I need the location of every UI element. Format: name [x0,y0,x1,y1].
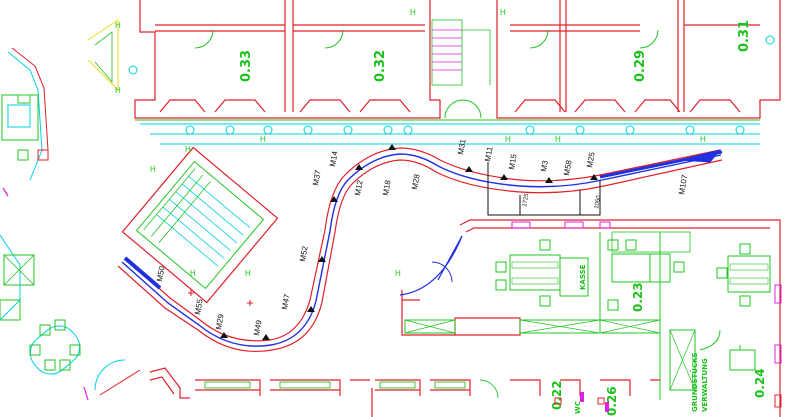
h-label-4: H [410,8,416,17]
room-number-032: 0.32 [373,50,388,82]
h-label-5: H [500,8,506,17]
room-number-033: 0.33 [239,50,254,82]
room-number-022: 0.22 [550,380,564,410]
dimension-1060: 1060 [594,195,602,210]
corridor-markers: M37 M14 M12 M18 M28 M31 M11 M15 M3 M58 M… [155,138,689,336]
marker-m31: M31 [456,138,468,155]
marker-m55: M55 [193,298,205,315]
lower-office-block [399,219,782,417]
marker-m47: M47 [280,293,292,310]
h-label-3: H [260,135,266,144]
marker-m49: M49 [252,319,264,336]
marker-m58: M58 [562,159,574,176]
dimension-1725: 1725 [522,193,530,208]
marker-m37: M37 [311,169,323,186]
room-name-verwaltung: VERWALTUNG [701,358,709,412]
h-label-2: H [115,86,121,95]
marker-m50: M50 [155,265,167,282]
marker-m11: M11 [483,146,495,163]
h-label-12: H [185,145,191,154]
h-label-10: H [245,269,251,278]
marker-m3: M3 [539,159,550,172]
stairwell [121,146,279,304]
room-number-023: 0.23 [631,282,645,312]
marker-m28: M28 [410,173,422,190]
h-label-6: H [505,135,511,144]
curved-corridor [117,144,723,353]
h-label-1: H [115,21,121,30]
bottom-wall-row [149,367,782,417]
marker-m25: M25 [585,151,597,168]
h-labels: H H H H H H H H H H H H H [115,8,706,278]
h-label-7: H [555,135,561,144]
marker-m29: M29 [214,313,226,330]
h-label-11: H [395,269,401,278]
room-name-wc: WC [574,401,582,414]
room-name-kasse: KASSE [579,264,587,290]
h-label-9: H [190,269,196,278]
top-building-block [128,0,781,145]
marker-m18: M18 [381,179,393,196]
h-label-8: H [700,135,706,144]
marker-m12: M12 [353,179,365,196]
left-edge-structures [0,19,141,401]
h-label-13: H [150,165,156,174]
room-number-029: 0.29 [633,50,648,82]
room-name-grundstuecks: GRUNDSTÜCKS- [690,349,699,412]
marker-m107: M107 [677,174,689,196]
marker-m14: M14 [328,150,340,167]
room-number-024: 0.24 [753,368,767,398]
marker-m15: M15 [507,153,519,170]
marker-m52: M52 [298,245,310,262]
room-number-031: 0.31 [737,20,752,52]
